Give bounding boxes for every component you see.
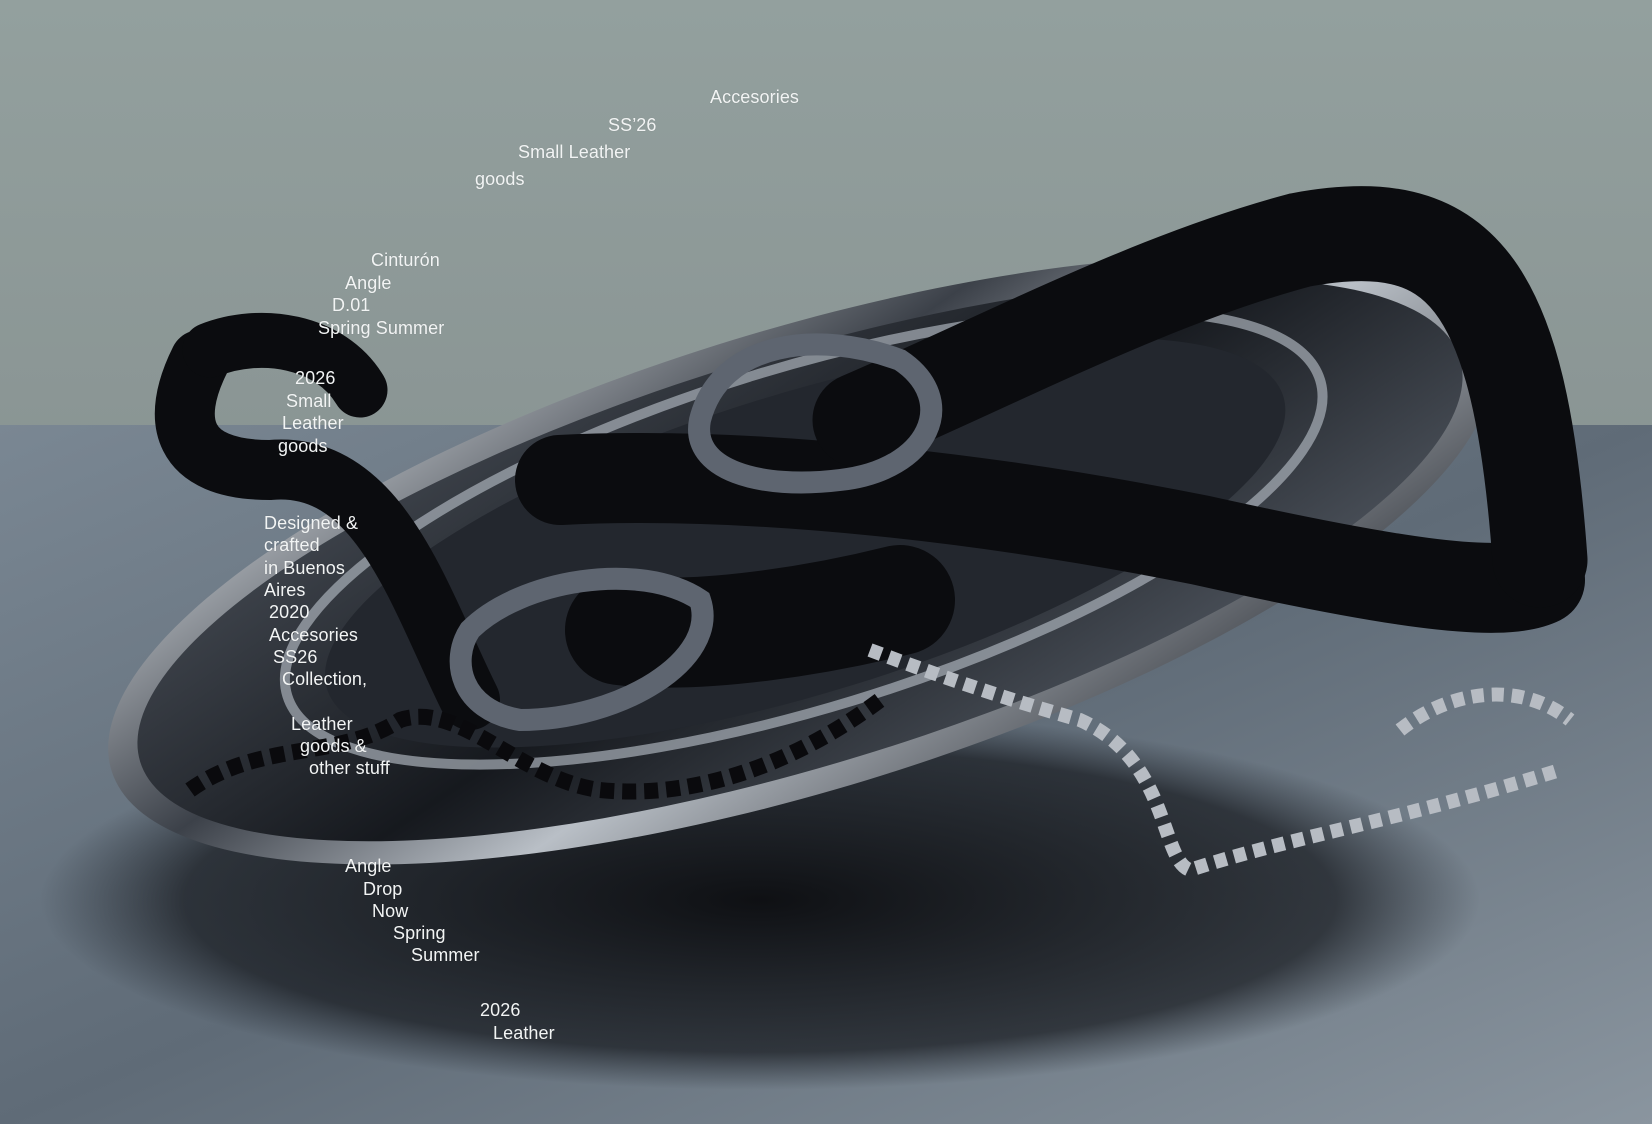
drop-line: Summer [411, 945, 480, 965]
drop-line: Angle [345, 856, 392, 876]
header-line: goods [475, 169, 525, 189]
header-line: Accesories [710, 87, 800, 107]
drop-line: Drop [363, 879, 403, 899]
product-line: Cinturón [371, 250, 440, 270]
origin-line: in Buenos [264, 558, 345, 578]
origin-line: Leather [291, 714, 353, 734]
leather-belts [154, 186, 1588, 730]
footer-line: Leather [493, 1023, 555, 1043]
origin-line: other stuff [309, 758, 390, 778]
drop-line: Now [372, 901, 409, 921]
product-line: Angle [345, 273, 392, 293]
silver-chain [867, 643, 1575, 878]
origin-line: SS26 [273, 647, 318, 667]
product-line: D.01 [332, 295, 371, 315]
origin-line: 2020 [269, 602, 310, 622]
belt-line: goods [278, 436, 328, 456]
footer-line: 2026 [480, 1000, 521, 1020]
origin-line: Aires [264, 580, 306, 600]
origin-line: Collection, [282, 669, 368, 689]
header-line: SS’26 [608, 115, 657, 135]
origin-line: goods & [300, 736, 367, 756]
belt-line: 2026 [295, 368, 336, 388]
header-line: Small Leather [518, 142, 631, 162]
black-chain [185, 693, 885, 800]
product-line: Spring Summer [318, 318, 445, 338]
belt-line: Leather [282, 413, 344, 433]
origin-line: Accesories [269, 625, 359, 645]
drop-line: Spring [393, 923, 446, 943]
origin-line: crafted [264, 535, 320, 555]
belt-line: Small [286, 391, 332, 411]
origin-line: Designed & [264, 513, 359, 533]
belt-buckles [449, 333, 943, 732]
